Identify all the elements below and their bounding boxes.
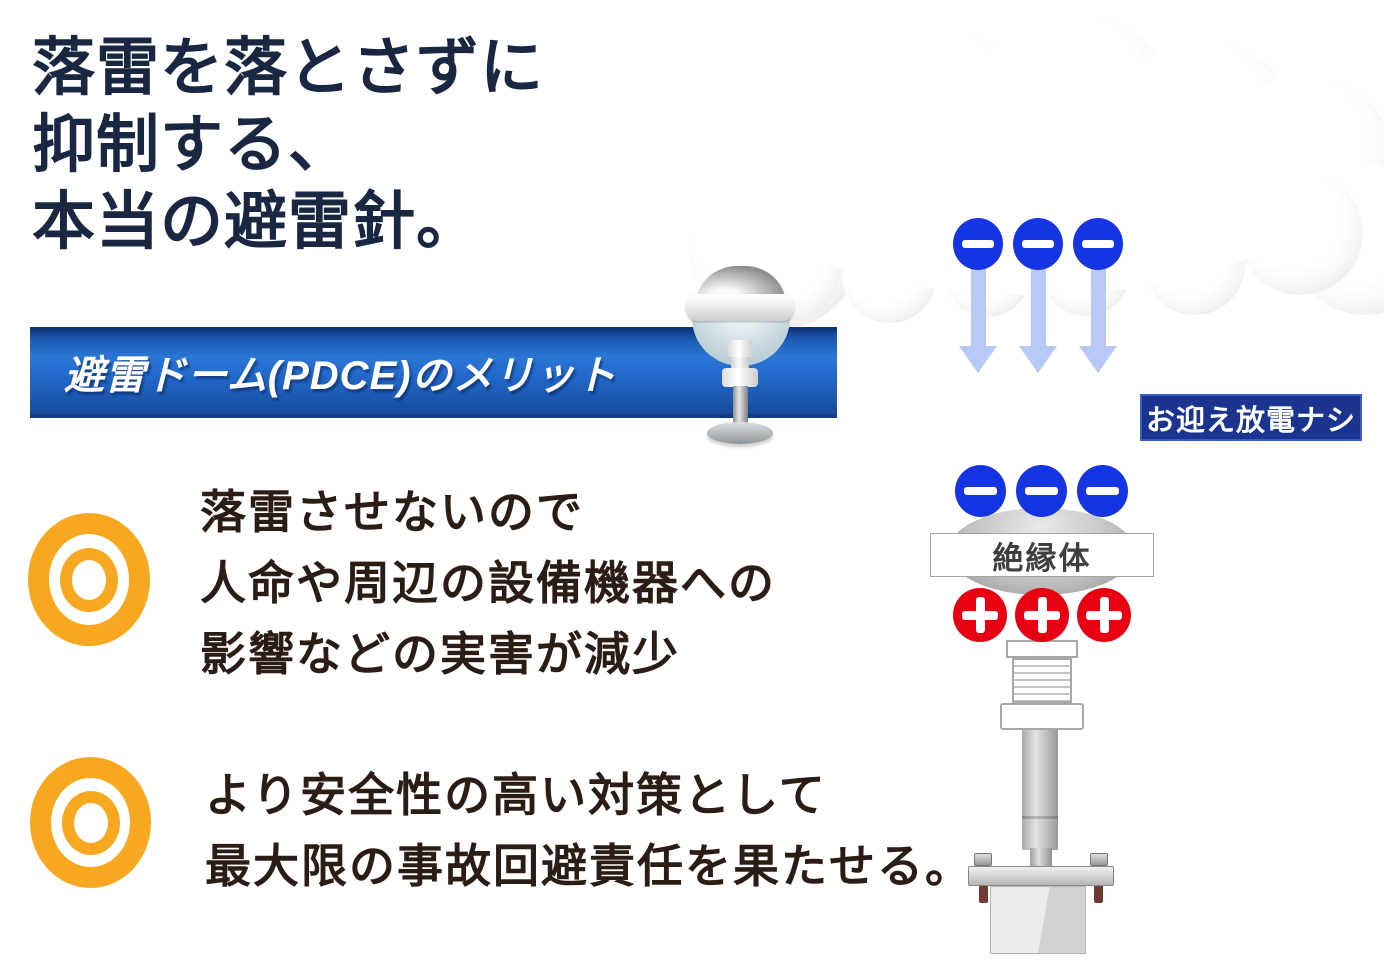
benefit-text: 落雷させないので 人命や周辺の設備機器への 影響などの実害が減少 <box>200 477 776 690</box>
device-base-pedestal <box>990 886 1086 954</box>
photo-base-flange <box>707 422 773 444</box>
no-discharge-label: お迎え放電ナシ <box>1140 394 1362 441</box>
bolt-icon <box>1090 853 1108 866</box>
benefit-text-line: 落雷させないので <box>200 486 584 538</box>
photo-neck <box>722 368 758 387</box>
positive-charge-icon <box>953 588 1007 642</box>
device-pole-joint <box>1022 816 1058 819</box>
negative-charge-icon <box>1013 218 1063 270</box>
negative-charge-icon <box>1073 218 1123 270</box>
bolt-icon <box>979 885 988 903</box>
bolt-icon <box>1094 885 1103 903</box>
page-title-line: 本当の避雷針。 <box>32 187 480 257</box>
positive-charge-icon <box>1015 588 1069 642</box>
positive-charge-icon <box>1077 588 1131 642</box>
product-photo <box>678 262 802 456</box>
photo-collar-ring <box>686 294 794 321</box>
negative-charge-icon <box>955 465 1006 517</box>
negative-charge-icon <box>1077 465 1128 517</box>
insulator-band: 絶縁体 <box>930 533 1154 577</box>
benefit-text: より安全性の高い対策として 最大限の事故回避責任を果たせる。 <box>205 760 973 902</box>
device-insulator-neck <box>1006 640 1078 658</box>
double-circle-icon <box>30 757 151 888</box>
benefit-text-line: 人命や周辺の設備機器への <box>200 557 776 609</box>
device-insulator-bellows <box>1012 658 1072 703</box>
benefit-text-line: 最大限の事故回避責任を果たせる。 <box>205 840 973 892</box>
benefit-text-line: より安全性の高い対策として <box>205 769 827 821</box>
photo-neck <box>731 357 749 369</box>
page-title-line: 落雷を落とさずに <box>32 33 544 103</box>
device-mount-flange <box>968 866 1114 886</box>
negative-charge-icon <box>1016 465 1067 517</box>
bolt-icon <box>974 853 992 866</box>
page-title: 落雷を落とさずに 抑制する、 本当の避雷針。 <box>32 30 652 261</box>
benefit-text-line: 影響などの実害が減少 <box>200 628 680 680</box>
page-title-line: 抑制する、 <box>32 110 352 180</box>
insulator-label: 絶縁体 <box>992 540 1092 576</box>
photo-neck <box>728 340 752 357</box>
device-insulator-nut <box>1000 703 1084 730</box>
photo-pole <box>733 386 748 430</box>
double-circle-icon <box>28 513 150 646</box>
negative-charge-icon <box>953 218 1003 270</box>
device-pole <box>1022 730 1058 850</box>
merit-banner-label: 避雷ドーム(PDCE)のメリット <box>64 354 617 398</box>
